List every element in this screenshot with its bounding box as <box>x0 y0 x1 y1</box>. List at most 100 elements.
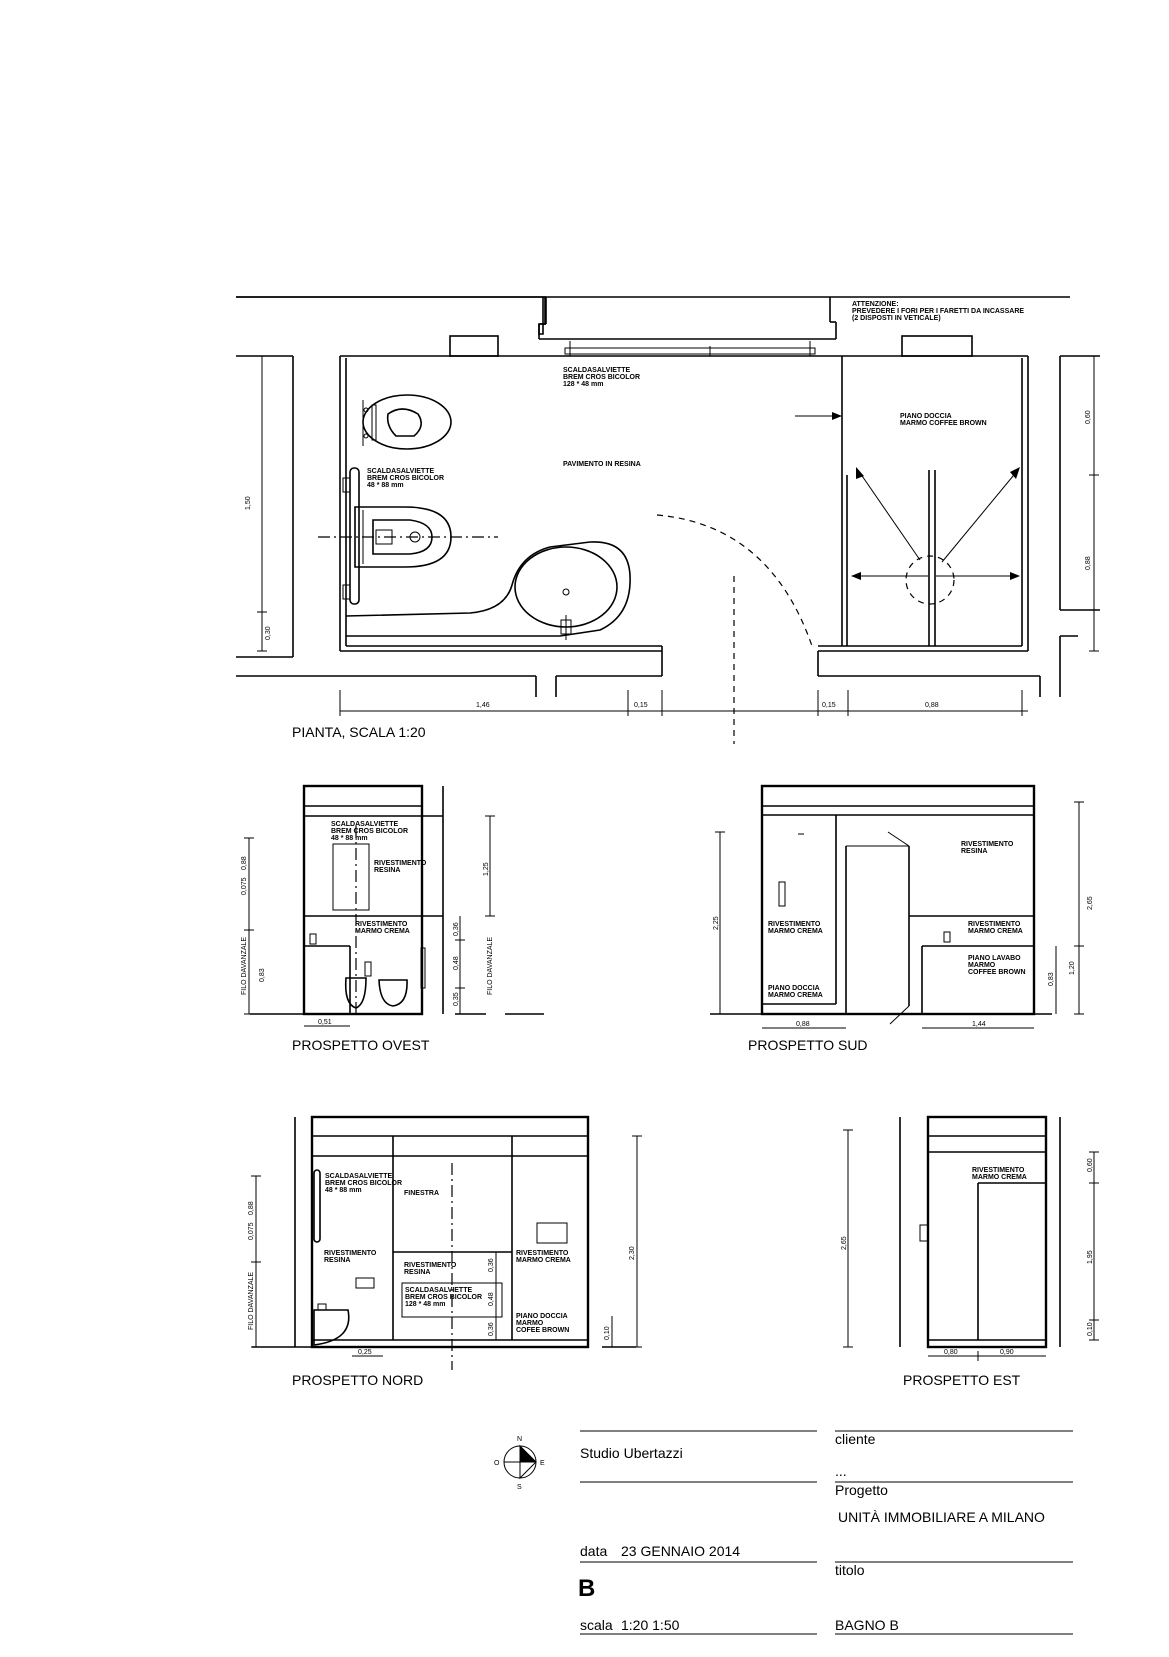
label-line: 128 * 48 mm <box>563 381 603 388</box>
label-line: 48 * 88 mm <box>331 835 368 842</box>
label-line: MARMO CREMA <box>768 928 823 935</box>
compass-s: S <box>517 1484 522 1491</box>
dim-label: 0,36 <box>488 1258 495 1272</box>
label-line: PIANO DOCCIA <box>768 985 820 992</box>
label-line: RIVESTIMENTO <box>404 1262 457 1269</box>
cladding-resin-mid-label: RIVESTIMENTO RESINA <box>404 1262 458 1276</box>
label-line: SCALDASALVIETTE <box>405 1287 472 1294</box>
label-line: MARMO CREMA <box>516 1257 571 1264</box>
dim-label: 0,15 <box>822 702 836 709</box>
label-line: BREM CROS BICOLOR <box>331 828 408 835</box>
elevation-north: SCALDASALVIETTE BREM CROS BICOLOR 48 * 8… <box>248 1115 642 1388</box>
label-line: MARMO COFFEE BROWN <box>900 420 987 427</box>
label-line: RIVESTIMENTO <box>374 860 427 867</box>
cladding-marble-label: RIVESTIMENTO MARMO CREMA <box>972 1167 1027 1181</box>
shower-base-label: PIANO DOCCIA MARMO CREMA <box>768 985 823 999</box>
project-value: UNITÀ IMMOBILIARE A MILANO <box>838 1509 1045 1525</box>
dim-label: 0,88 <box>1085 556 1092 570</box>
shower-base-label: PIANO DOCCIA MARMO COFFEE BROWN <box>900 413 987 427</box>
title-block: Studio Ubertazzi cliente ... Progetto UN… <box>578 1430 1073 1635</box>
label-line: RIVESTIMENTO <box>768 921 821 928</box>
label-line: SCALDASALVIETTE <box>367 468 434 475</box>
dim-label: 0,36 <box>453 922 460 936</box>
dim-label: 0,48 <box>488 1292 495 1306</box>
compass-e: E <box>540 1460 545 1467</box>
label-line: RIVESTIMENTO <box>516 1250 569 1257</box>
cladding-marble-right-label: RIVESTIMENTO MARMO CREMA <box>968 921 1023 935</box>
dim-label: 0,88 <box>925 702 939 709</box>
label-line: PIANO DOCCIA <box>900 413 952 420</box>
dim-label: 0,35 <box>453 992 460 1006</box>
dim-label: 0,83 <box>1048 972 1055 986</box>
cladding-resin-label: RIVESTIMENTO RESINA <box>961 841 1015 855</box>
compass-o: O <box>494 1460 500 1467</box>
label-line: MARMO CREMA <box>972 1174 1027 1181</box>
label-line: 128 * 48 mm <box>405 1301 445 1308</box>
dim-label: 1,20 <box>1069 961 1076 975</box>
dim-label: 0,88 <box>241 856 248 870</box>
dim-label: 0,83 <box>259 968 266 982</box>
label-line: BREM CROS BICOLOR <box>325 1180 402 1187</box>
label-line: RIVESTIMENTO <box>355 921 408 928</box>
dim-label: 0,80 <box>944 1349 958 1356</box>
dim-label: FILO DAVANZALE <box>487 937 494 995</box>
elevation-west-title: PROSPETTO OVEST <box>292 1037 430 1053</box>
studio-name: Studio Ubertazzi <box>580 1445 683 1461</box>
scale-value: 1:20 1:50 <box>621 1617 680 1633</box>
cladding-resin-label: RIVESTIMENTO RESINA <box>374 860 428 874</box>
towel-rail-label: SCALDASALVIETTE BREM CROS BICOLOR 48 * 8… <box>331 821 410 842</box>
elevation-east: RIVESTIMENTO MARMO CREMA 2,65 0,60 1,95 … <box>841 1115 1099 1388</box>
label-line: COFEE BROWN <box>516 1327 569 1334</box>
label-line: RESINA <box>324 1257 350 1264</box>
label-line: RESINA <box>961 848 987 855</box>
sheet-letter: B <box>578 1575 595 1602</box>
cladding-marble-left-label: RIVESTIMENTO MARMO CREMA <box>768 921 823 935</box>
label-line: BREM CROS BICOLOR <box>367 475 444 482</box>
plan-note-line: ATTENZIONE: <box>852 301 899 308</box>
shower-base-label: PIANO DOCCIA MARMO COFEE BROWN <box>516 1313 569 1334</box>
plan-note-line: (2 DISPOSTI IN VETICALE) <box>852 315 941 322</box>
label-line: SCALDASALVIETTE <box>331 821 398 828</box>
label-line: BREM CROS BICOLOR <box>563 374 640 381</box>
dim-label: 0,51 <box>318 1019 332 1026</box>
dim-label: 2,30 <box>629 1246 636 1260</box>
elevation-south: RIVESTIMENTO RESINA RIVESTIMENTO MARMO C… <box>710 784 1094 1053</box>
dim-label: 0,10 <box>1087 1322 1094 1336</box>
dim-label: 1,46 <box>476 702 490 709</box>
project-label: Progetto <box>835 1482 888 1498</box>
plan-note-line: PREVEDERE I FORI PER I FARETTI DA INCASS… <box>852 308 1024 315</box>
date-label: data <box>580 1543 607 1559</box>
elevation-east-title: PROSPETTO EST <box>903 1372 1021 1388</box>
label-line: RIVESTIMENTO <box>961 841 1014 848</box>
label-line: MARMO CREMA <box>968 928 1023 935</box>
label-line: MARMO <box>516 1320 544 1327</box>
dim-label: 0,90 <box>1000 1349 1014 1356</box>
cladding-marble-label: RIVESTIMENTO MARMO CREMA <box>516 1250 571 1264</box>
dim-label: 0,88 <box>796 1021 810 1028</box>
label-line: PIANO LAVABO <box>968 955 1021 962</box>
title-value: BAGNO B <box>835 1617 899 1633</box>
dim-label: FILO DAVANZALE <box>248 1272 255 1330</box>
towel-rail-label: SCALDASALVIETTE BREM CROS BICOLOR 48 * 8… <box>325 1173 404 1194</box>
elevation-north-title: PROSPETTO NORD <box>292 1372 423 1388</box>
label-line: SCALDASALVIETTE <box>325 1173 392 1180</box>
label-line: 48 * 88 mm <box>367 482 404 489</box>
dim-label: 2,65 <box>841 1236 848 1250</box>
label-line: SCALDASALVIETTE <box>563 367 630 374</box>
dim-label: FILO DAVANZALE <box>241 937 248 995</box>
label-line: RIVESTIMENTO <box>972 1167 1025 1174</box>
label-line: BREM CROS BICOLOR <box>405 1294 482 1301</box>
dim-label: 0,36 <box>488 1322 495 1336</box>
label-line: RIVESTIMENTO <box>968 921 1021 928</box>
floor-label: PAVIMENTO IN RESINA <box>563 461 641 468</box>
dim-label: 0,10 <box>604 1326 611 1340</box>
dim-label: 0,30 <box>265 626 272 640</box>
dim-label: 2,65 <box>1087 896 1094 910</box>
plan-title: PIANTA, SCALA 1:20 <box>292 724 426 740</box>
dim-label: 1,44 <box>972 1021 986 1028</box>
dim-label: 0,48 <box>453 956 460 970</box>
label-line: MARMO CREMA <box>768 992 823 999</box>
towel-rail-top-label: SCALDASALVIETTE BREM CROS BICOLOR 128 * … <box>563 367 642 388</box>
dim-label: 0,60 <box>1087 1158 1094 1172</box>
